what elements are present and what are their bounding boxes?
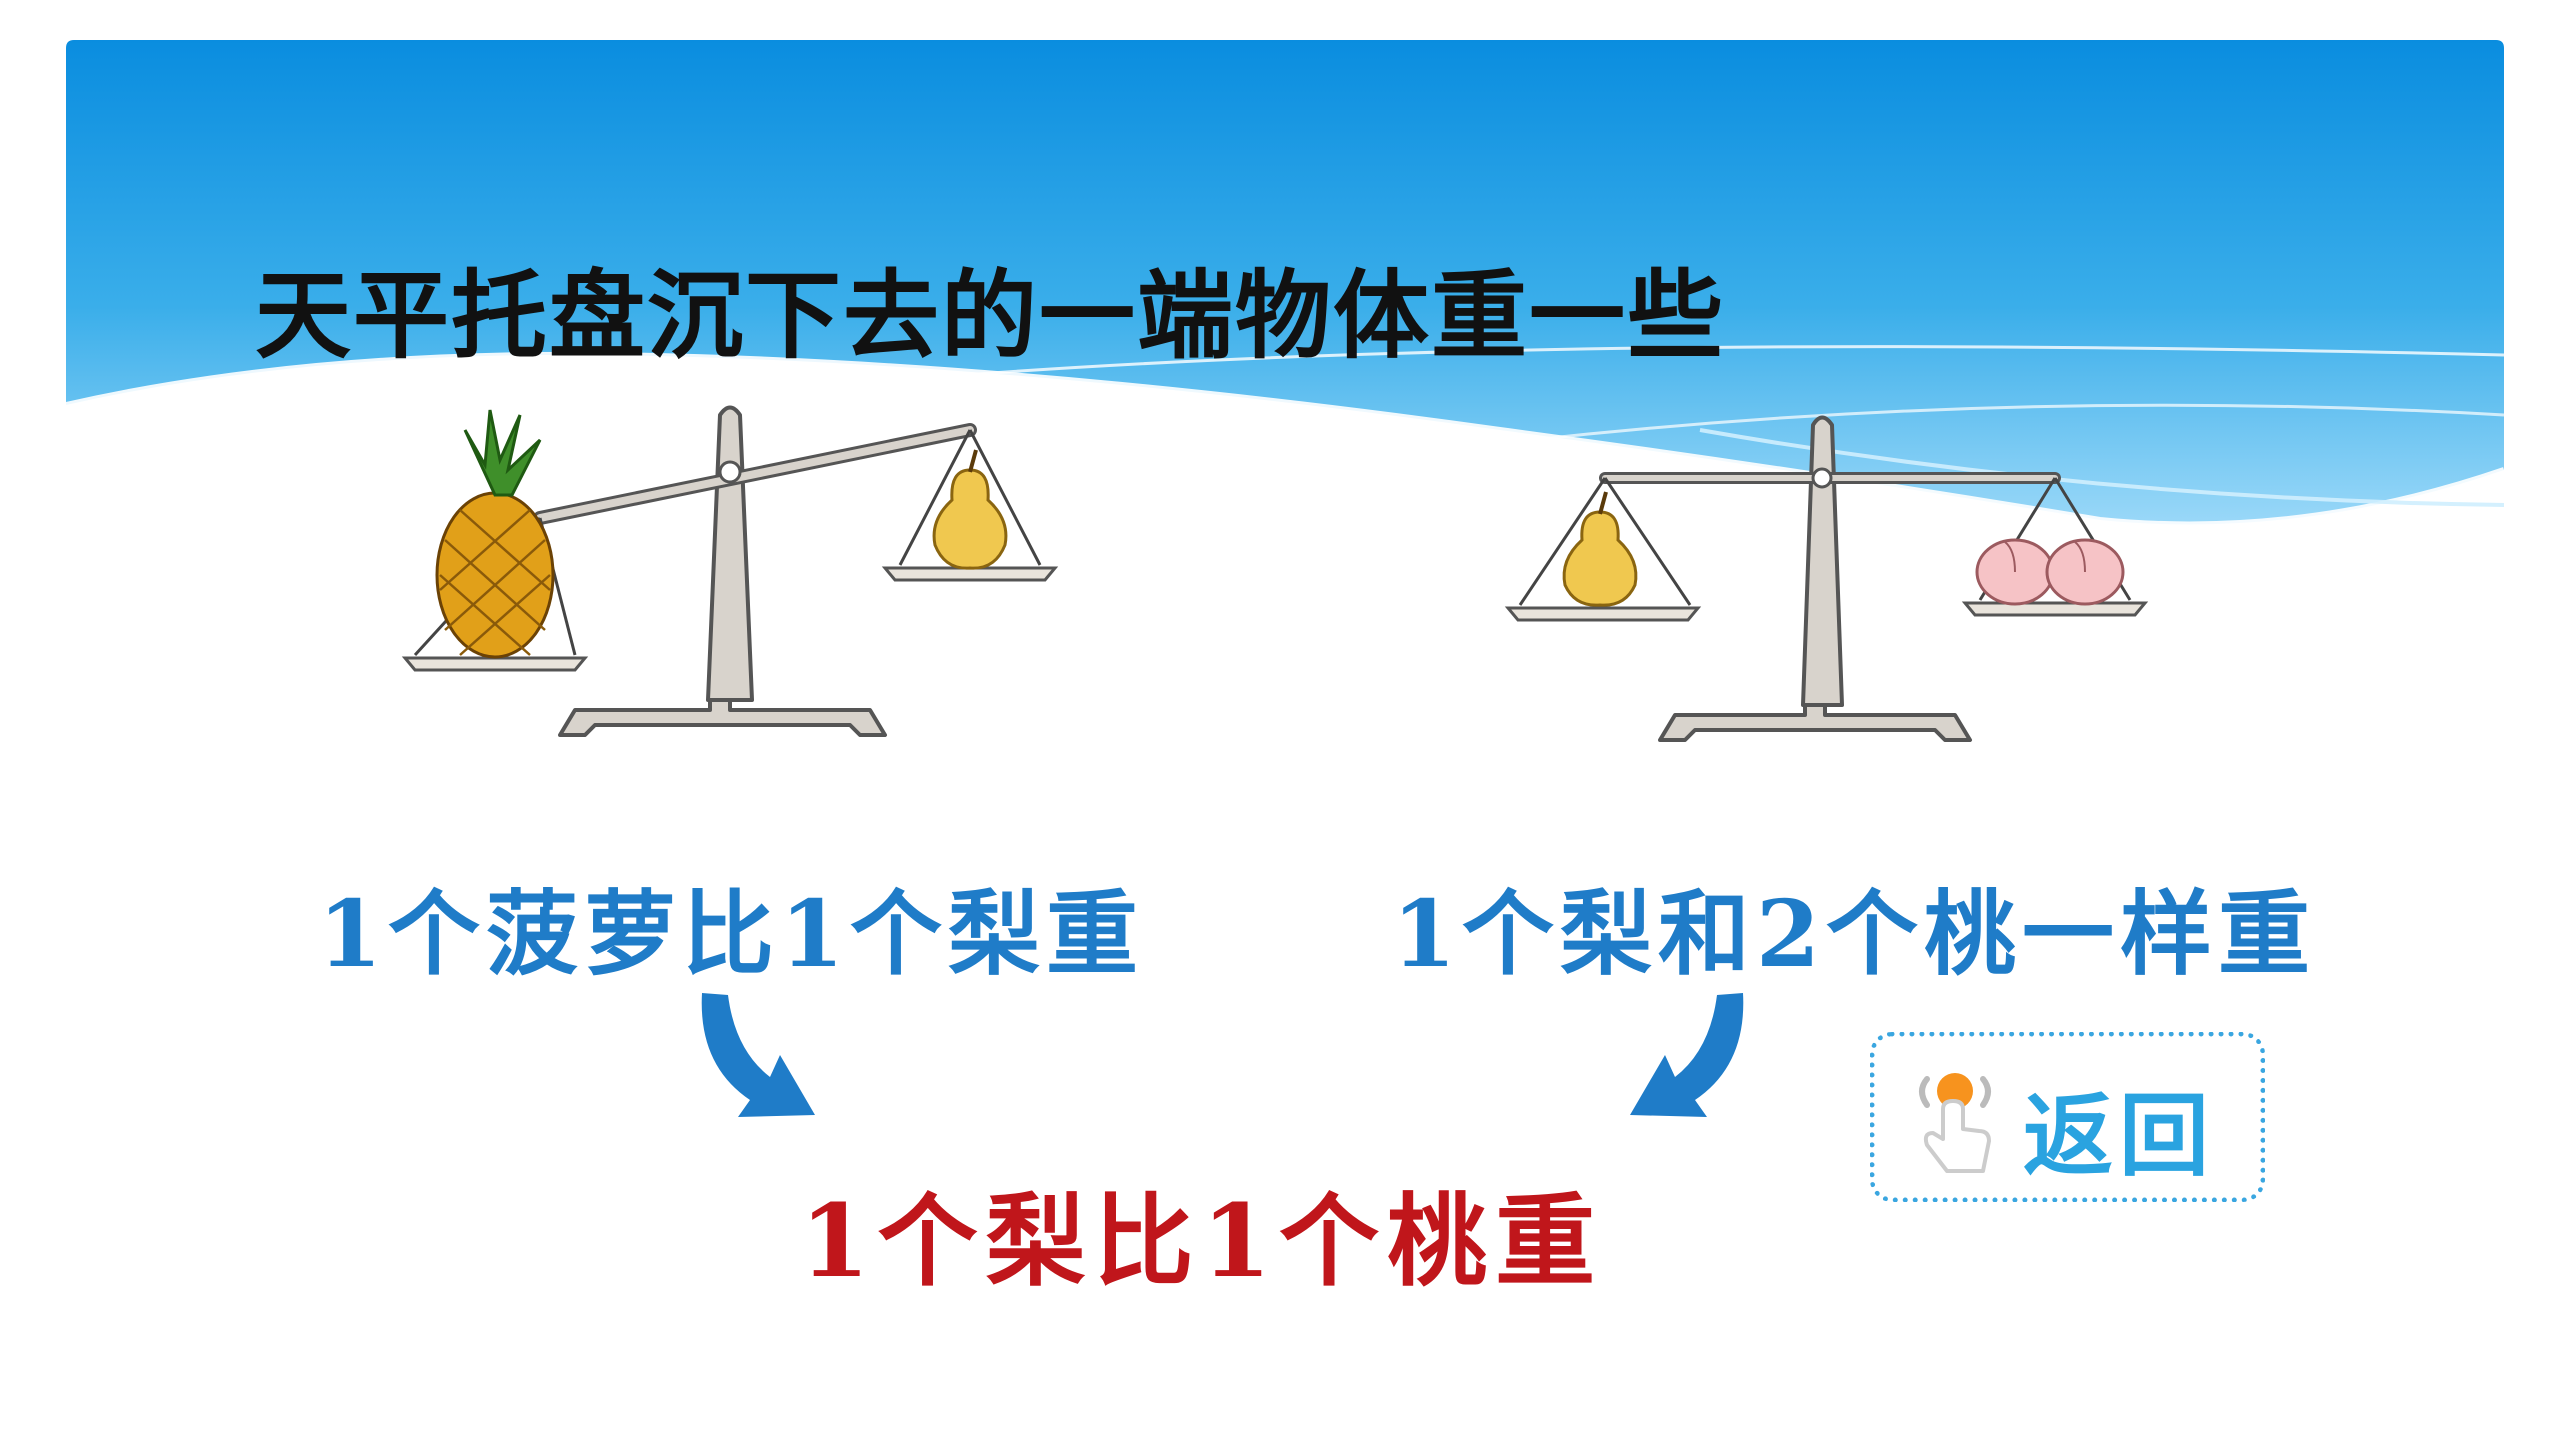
pear-icon bbox=[932, 449, 1008, 570]
scale-pineapple-pear bbox=[401, 405, 1059, 737]
page-title: 天平托盘沉下去的一端物体重一些 bbox=[255, 260, 1725, 372]
arrow-down-left-icon bbox=[1630, 993, 1744, 1117]
pineapple-icon bbox=[435, 409, 555, 659]
conclusion-text: 1个梨比1个桃重 bbox=[800, 1182, 1604, 1300]
back-button-label: 返回 bbox=[2023, 1083, 2215, 1189]
statement-left: 1个菠萝比1个梨重 bbox=[318, 880, 1145, 988]
peach-icon bbox=[1975, 538, 2125, 606]
statement-right: 1个梨和2个桃一样重 bbox=[1392, 880, 2317, 988]
scale-pear-peaches bbox=[1504, 415, 2149, 742]
hand-pointer-icon bbox=[1919, 1073, 1991, 1173]
arrow-down-right-icon bbox=[701, 993, 815, 1117]
back-button[interactable]: 返回 bbox=[1870, 1032, 2265, 1202]
pear-icon bbox=[1562, 491, 1638, 607]
